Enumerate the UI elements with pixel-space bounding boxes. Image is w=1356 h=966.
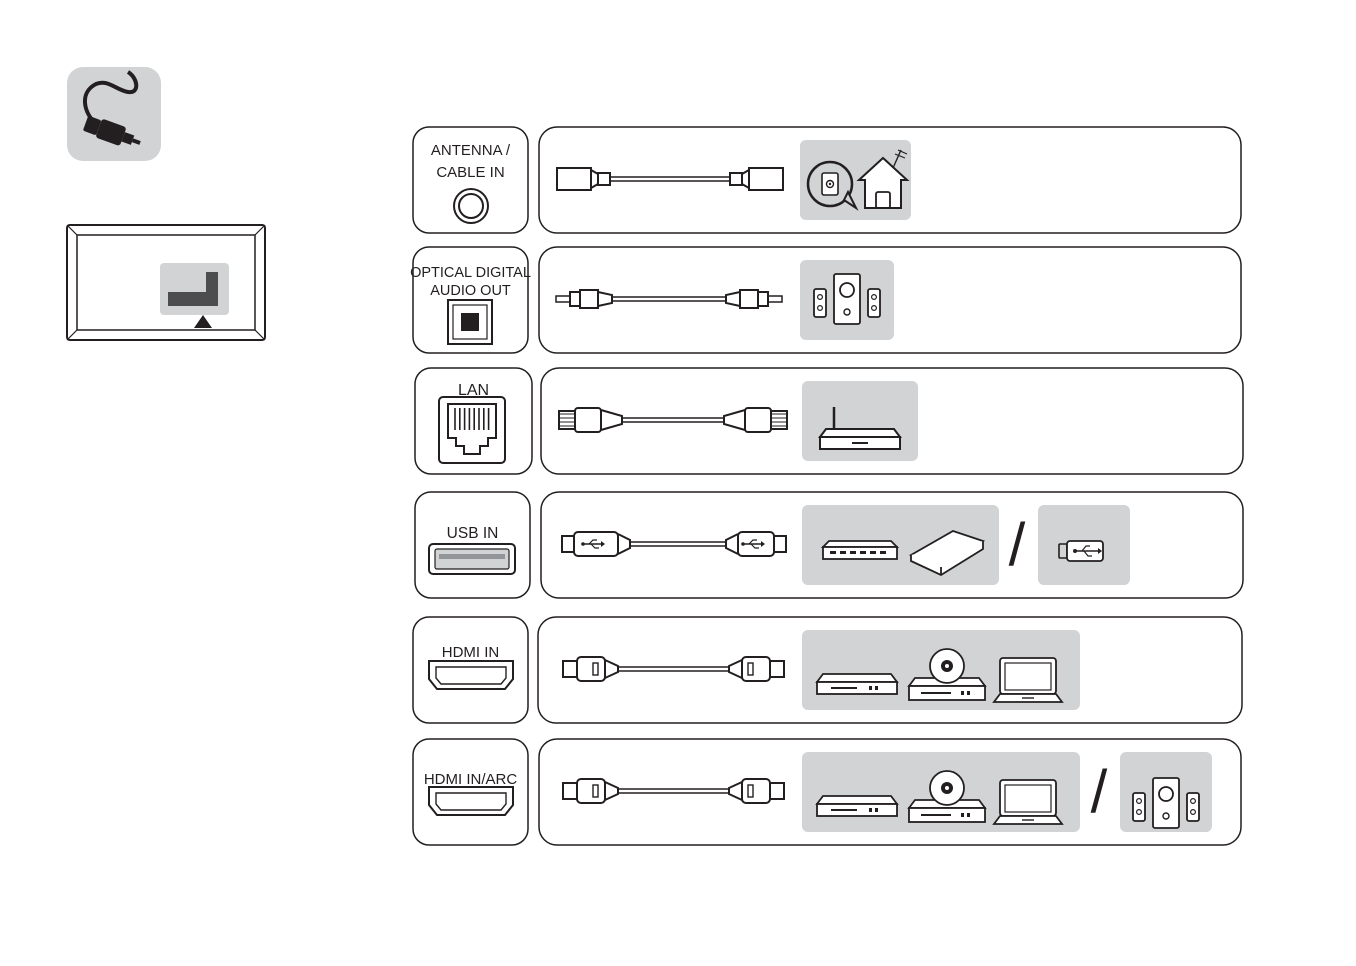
port-label: USB IN [447,525,499,542]
port-row: HDMI IN [413,617,1242,723]
alternative-separator: / [1091,758,1108,825]
device-panel [800,260,894,340]
connection-box: / [539,739,1241,845]
port-label: HDMI IN [442,644,500,661]
device-panel [800,140,911,220]
alternative-separator: / [1009,511,1026,578]
device-panel [802,505,999,585]
port-label-box: HDMI IN/ARC [413,739,528,845]
set-top-box-icon [817,796,897,816]
port-label-box: LAN [415,368,532,474]
triangle-up-icon [194,315,212,328]
port-row: OPTICAL DIGITAL AUDIO OUT [410,247,1241,353]
laptop-icon [994,658,1062,702]
connection-box [538,617,1242,723]
port-rows: ANTENNA / CABLE IN OPTICAL DIGITAL AUDIO OU… [410,127,1243,845]
port-label-box: OPTICAL DIGITAL AUDIO OUT [410,247,531,353]
device-panel [1120,752,1212,832]
usb-socket-icon [429,544,515,574]
set-top-box-icon [817,674,897,694]
port-row: USB IN / [415,492,1243,598]
port-label-box: USB IN [415,492,530,598]
port-label-box: ANTENNA / CABLE IN [413,127,528,233]
device-panel [802,381,918,461]
laptop-icon [994,780,1062,824]
connection-box [541,368,1243,474]
port-row: LAN [415,368,1243,474]
connection-box [539,127,1241,233]
tv-rear-panel-icon [67,225,265,340]
port-label: CABLE IN [436,164,504,181]
connection-box [539,247,1241,353]
device-panel [1038,505,1130,585]
port-label: OPTICAL DIGITAL [410,265,531,281]
port-label: HDMI IN/ARC [424,771,518,788]
cable-plug-icon [67,67,161,161]
connection-box: / [541,492,1243,598]
port-label: AUDIO OUT [430,283,511,299]
device-panel [802,630,1080,710]
port-row: HDMI IN/ARC / [413,739,1241,845]
port-label-box: HDMI IN [413,617,528,723]
port-row: ANTENNA / CABLE IN [413,127,1241,233]
port-label: ANTENNA / [431,142,511,159]
usb-hub-icon [823,541,897,559]
device-panel [802,752,1080,832]
